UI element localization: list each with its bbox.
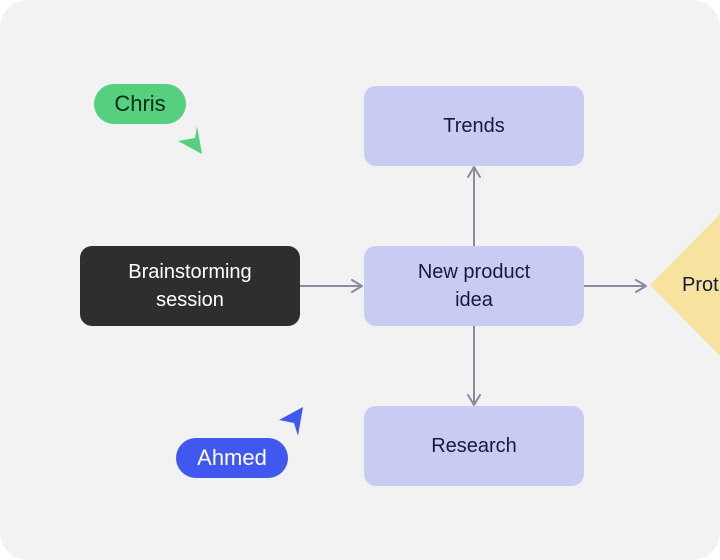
cursor-name-ahmed: Ahmed bbox=[197, 445, 267, 470]
cursor-name-chris: Chris bbox=[114, 91, 166, 116]
node-research-label: Research bbox=[431, 435, 517, 457]
node-new-product-idea-label: New product idea bbox=[417, 261, 531, 311]
node-decision-label: Prot bbox=[682, 274, 719, 296]
node-decision-diamond[interactable] bbox=[650, 214, 720, 356]
cursor-arrow-icon bbox=[178, 126, 202, 154]
node-brainstorming-session[interactable]: Brainstorming session bbox=[80, 246, 300, 326]
cursor-tag-ahmed: Ahmed bbox=[176, 438, 288, 478]
node-research[interactable]: Research bbox=[364, 406, 584, 486]
node-trends[interactable]: Trends bbox=[364, 86, 584, 166]
node-brainstorming-label: Brainstorming session bbox=[128, 261, 252, 311]
node-trends-label: Trends bbox=[443, 115, 505, 137]
node-new-product-idea[interactable]: New product idea bbox=[364, 246, 584, 326]
cursor-arrow-icon bbox=[279, 407, 303, 436]
cursor-tag-chris: Chris bbox=[94, 84, 186, 124]
